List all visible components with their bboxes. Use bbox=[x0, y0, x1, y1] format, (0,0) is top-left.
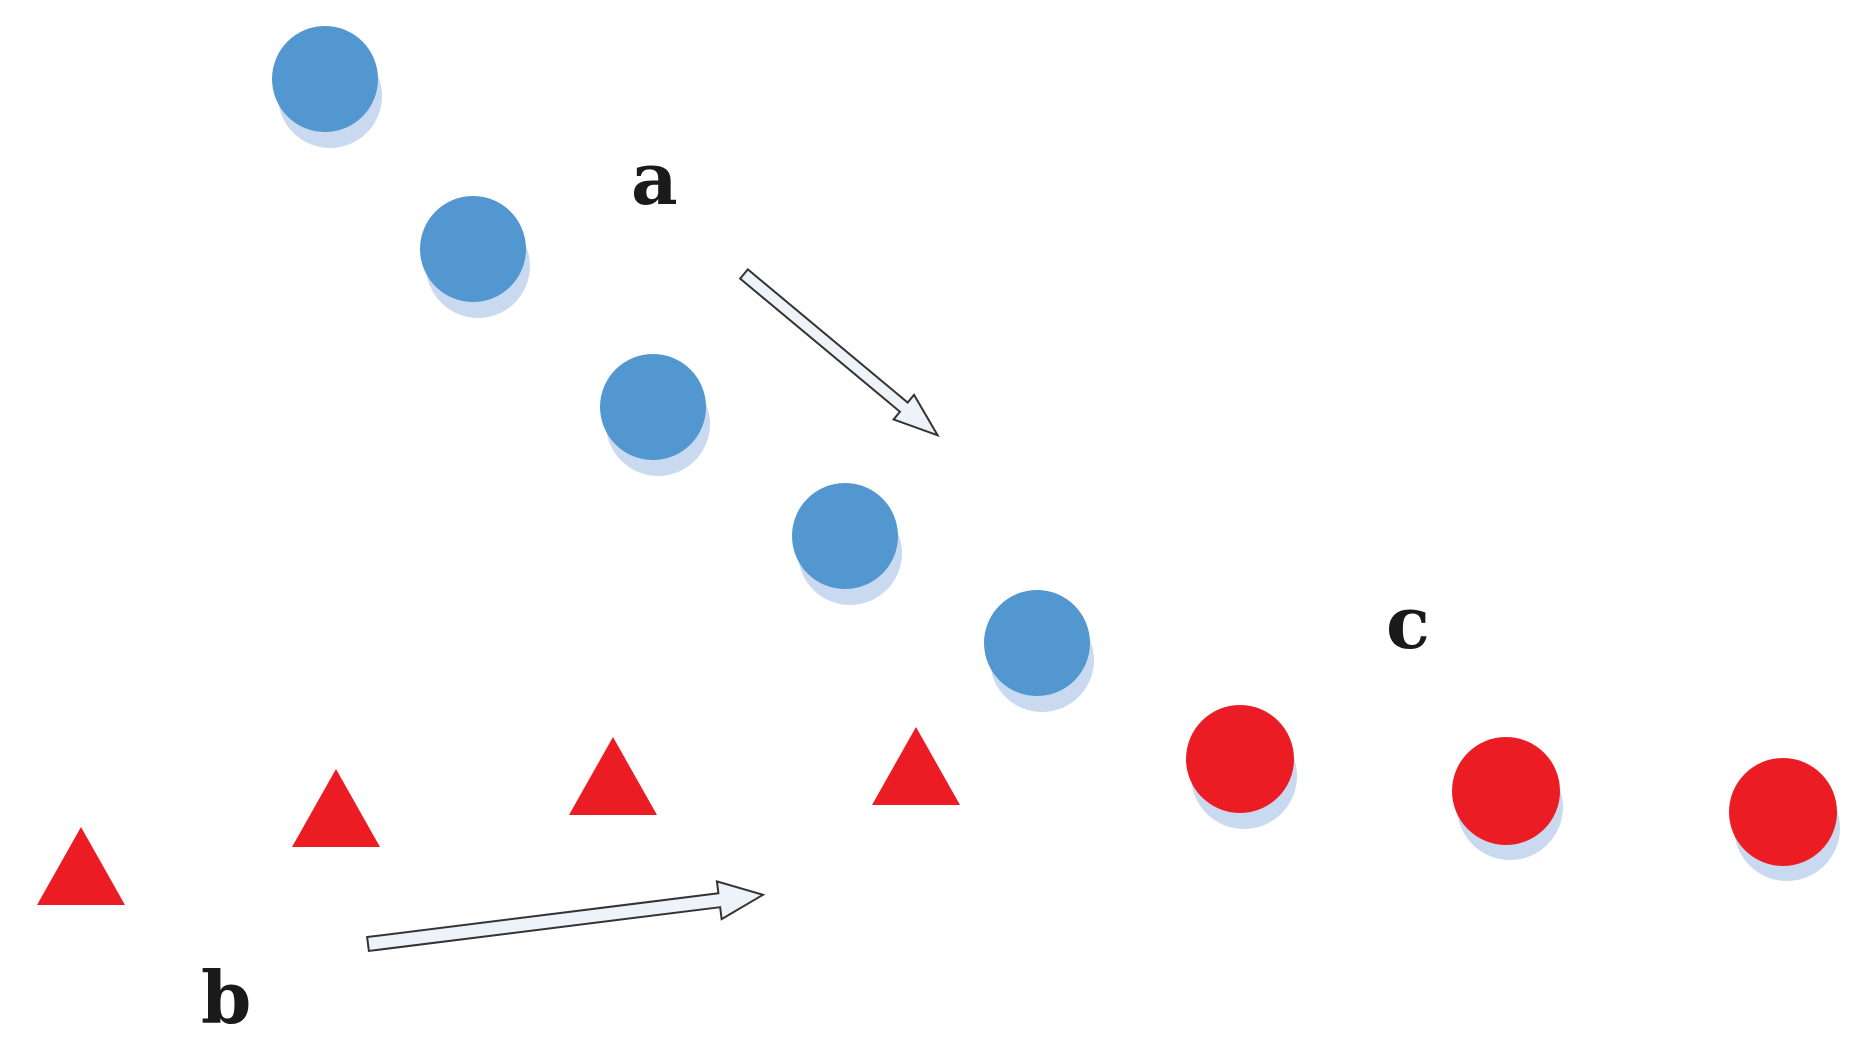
blue-circle bbox=[272, 26, 382, 148]
arrow-a bbox=[738, 267, 940, 438]
red-triangle bbox=[569, 737, 657, 815]
label-a: a bbox=[631, 136, 678, 221]
red-triangle bbox=[37, 827, 125, 905]
red-circle bbox=[1729, 758, 1840, 881]
red-triangle bbox=[292, 769, 380, 847]
arrow-b bbox=[366, 880, 766, 953]
red-triangle-group bbox=[37, 727, 960, 905]
red-circle bbox=[1186, 705, 1297, 829]
label-b: b bbox=[201, 955, 251, 1040]
blue-circle bbox=[420, 196, 530, 318]
red-triangle bbox=[872, 727, 960, 805]
red-circle bbox=[1452, 737, 1563, 860]
blue-circle bbox=[600, 354, 710, 476]
red-circle-group bbox=[1186, 705, 1840, 881]
blue-circle-group bbox=[272, 26, 1094, 712]
label-c: c bbox=[1386, 580, 1430, 665]
blue-circle bbox=[792, 483, 902, 605]
blue-circle bbox=[984, 590, 1094, 712]
